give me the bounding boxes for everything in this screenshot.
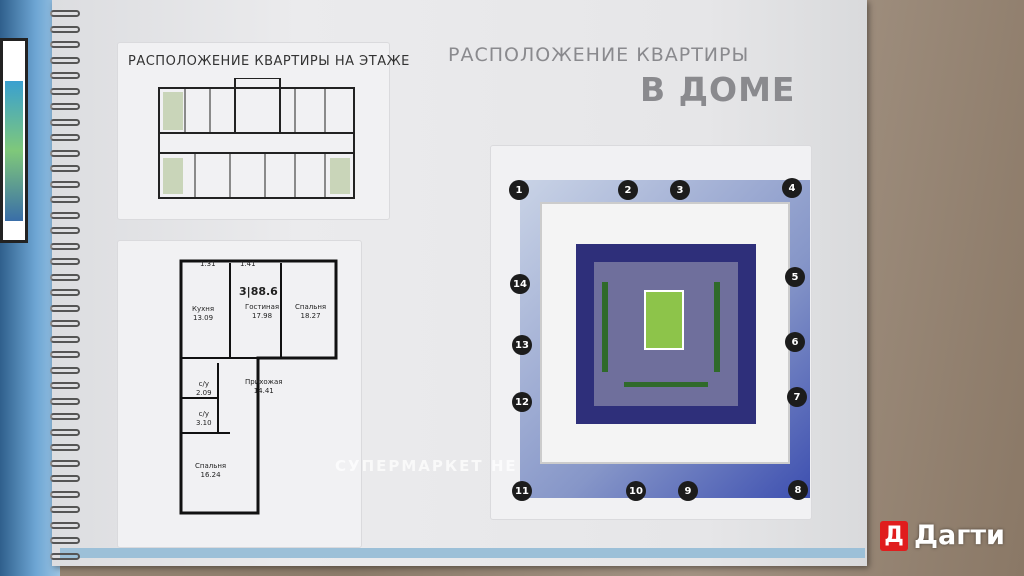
house-title-line2: В ДОМЕ — [640, 70, 796, 109]
binding-ring — [50, 459, 80, 467]
house-title-line1: РАСПОЛОЖЕНИЕ КВАРТИРЫ — [448, 44, 750, 66]
section-marker-2: 2 — [618, 180, 638, 200]
binding-ring — [50, 335, 80, 343]
binding-ring — [50, 320, 80, 327]
binding-ring — [50, 242, 80, 250]
section-marker-12: 12 — [512, 392, 532, 412]
spiral-binding — [50, 10, 84, 566]
binding-ring — [50, 289, 80, 296]
section-marker-6: 6 — [785, 332, 805, 352]
section-marker-5: 5 — [785, 267, 805, 287]
binding-ring — [50, 304, 80, 312]
section-marker-14: 14 — [510, 274, 530, 294]
binding-ring — [50, 134, 80, 141]
floor-layout-title: РАСПОЛОЖЕНИЕ КВАРТИРЫ НА ЭТАЖЕ — [128, 54, 410, 69]
binding-ring — [50, 56, 80, 64]
section-marker-10: 10 — [626, 481, 646, 501]
binding-ring — [50, 196, 80, 203]
binding-ring — [50, 25, 80, 33]
binding-ring — [50, 428, 80, 436]
binding-ring — [50, 444, 80, 451]
binding-ring — [50, 506, 80, 513]
logo-text: Дагти — [914, 520, 1005, 551]
watermark: СУПЕРМАРКЕТ НЕ — [335, 457, 518, 475]
binding-ring — [50, 521, 80, 529]
apartment-summary: 3|88.6 — [239, 285, 278, 298]
binding-ring — [50, 41, 80, 48]
section-marker-1: 1 — [509, 180, 529, 200]
cover-image — [0, 38, 28, 243]
dagti-logo: Д Дагти — [880, 520, 1005, 551]
binding-ring — [50, 382, 80, 389]
apartment-plan-drawing — [179, 259, 338, 515]
balcony-area-2: 1.41 — [240, 260, 256, 268]
binding-ring — [50, 490, 80, 498]
section-marker-7: 7 — [787, 387, 807, 407]
tree-row — [602, 282, 608, 372]
binding-ring — [50, 537, 80, 544]
tree-row — [624, 382, 708, 387]
logo-mark: Д — [880, 520, 908, 551]
binding-ring — [50, 273, 80, 281]
binding-ring — [50, 552, 80, 560]
binding-ring — [50, 165, 80, 172]
binding-ring — [50, 366, 80, 374]
binding-ring — [50, 118, 80, 126]
building-outline — [540, 202, 790, 464]
building-site-map — [520, 180, 810, 498]
binder-cover — [0, 0, 60, 576]
football-field — [644, 290, 684, 350]
binding-ring — [50, 475, 80, 482]
binding-ring — [50, 72, 80, 79]
binding-ring — [50, 397, 80, 405]
section-marker-8: 8 — [788, 480, 808, 500]
binding-ring — [50, 103, 80, 110]
floor-plan-drawing — [158, 78, 355, 199]
binding-ring — [50, 10, 80, 17]
binding-ring — [50, 149, 80, 157]
section-marker-3: 3 — [670, 180, 690, 200]
binding-ring — [50, 351, 80, 358]
section-marker-11: 11 — [512, 481, 532, 501]
balcony-area-1: 1.31 — [200, 260, 216, 268]
courtyard-inner — [594, 262, 738, 406]
binding-ring — [50, 413, 80, 420]
section-marker-13: 13 — [512, 335, 532, 355]
binding-ring — [50, 227, 80, 234]
binding-ring — [50, 180, 80, 188]
page-edge — [60, 548, 865, 558]
binding-ring — [50, 87, 80, 95]
binding-ring — [50, 258, 80, 265]
tree-row — [714, 282, 720, 372]
section-marker-9: 9 — [678, 481, 698, 501]
section-marker-4: 4 — [782, 178, 802, 198]
courtyard — [576, 244, 756, 424]
apartment-plan-card — [117, 240, 362, 548]
binding-ring — [50, 211, 80, 219]
